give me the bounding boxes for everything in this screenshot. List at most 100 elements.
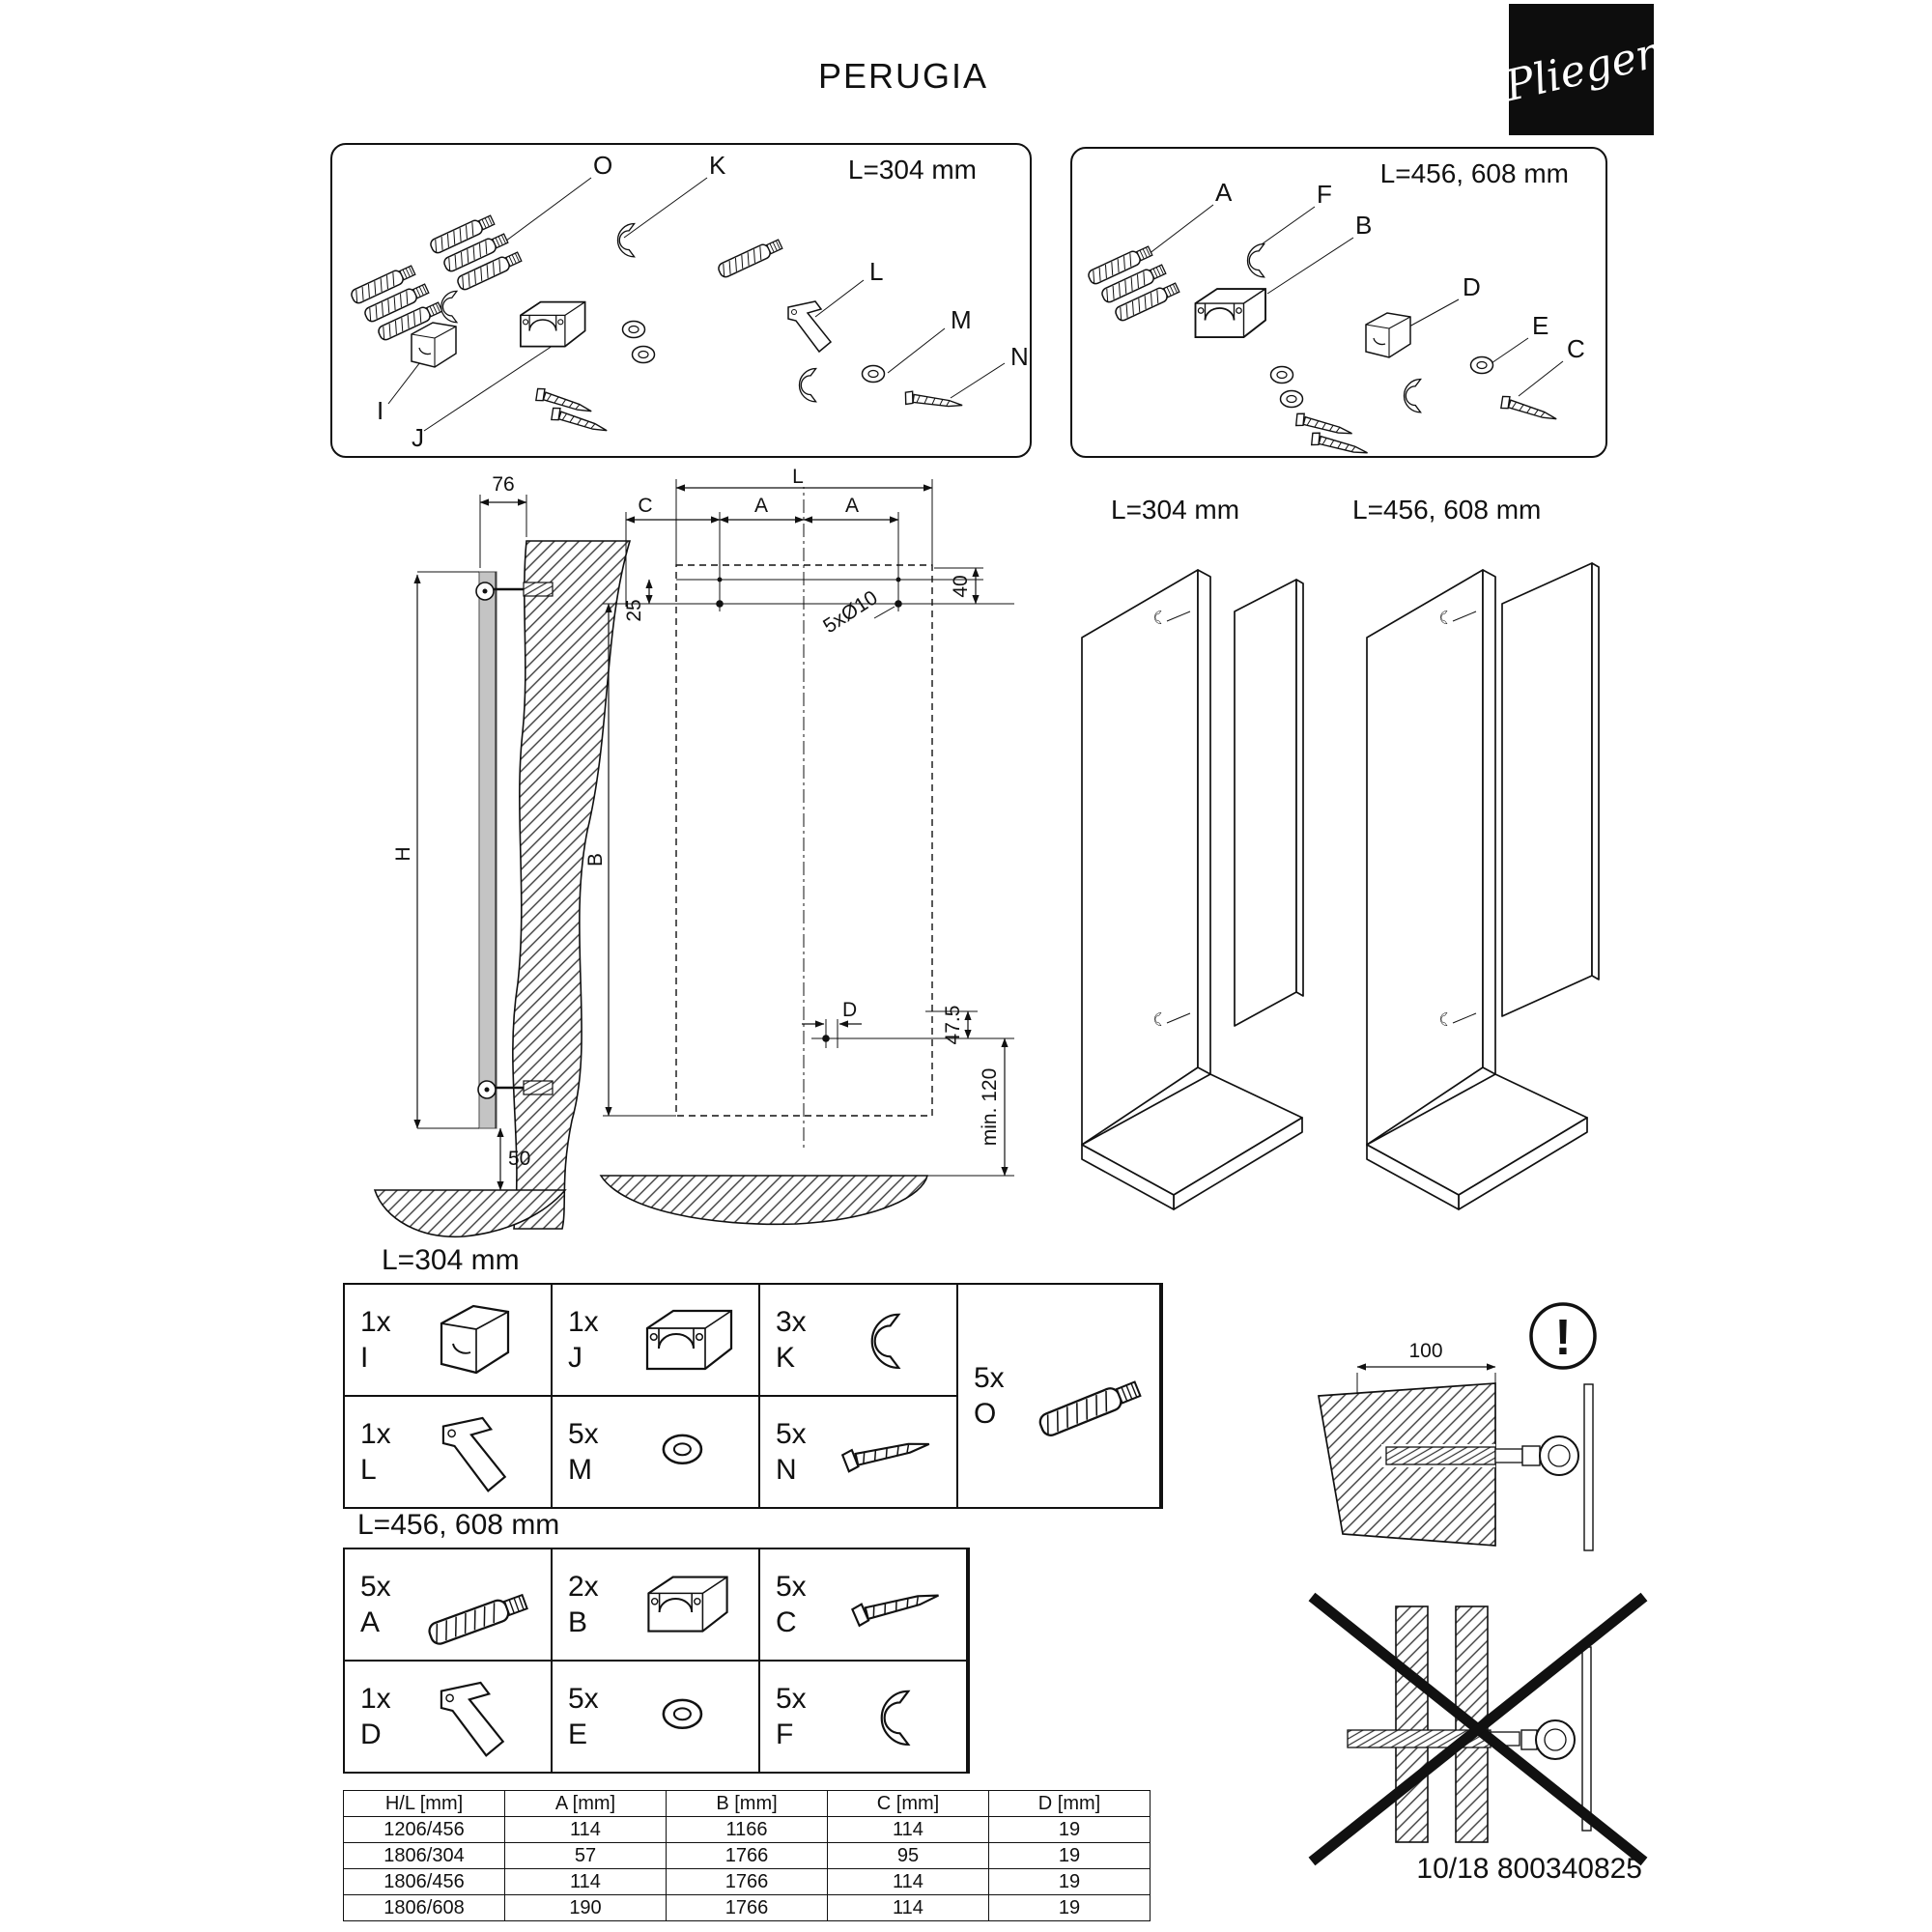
part-id: E — [568, 1719, 588, 1750]
cell: 114 — [827, 1894, 989, 1921]
clip-icon — [440, 290, 458, 324]
holes-note: 5xØ10 — [819, 586, 881, 638]
dimension-spec-table: H/L [mm] A [mm] B [mm] C [mm] D [mm] 120… — [343, 1790, 1151, 1921]
part-qty: 5x — [568, 1417, 599, 1450]
expansion-plug-icon — [1036, 1377, 1144, 1439]
parts-table-456: 5x A 2x B 5x C 1x D 5x E — [343, 1548, 970, 1774]
col-header: A [mm] — [504, 1790, 667, 1817]
part-letter-j: J — [412, 423, 424, 452]
cell: 190 — [504, 1894, 667, 1921]
part-letter-o: O — [593, 151, 612, 180]
screw-icon — [903, 389, 964, 413]
dim-min-120: min. 120 — [979, 1068, 1001, 1147]
iso-panel-456 — [1366, 562, 1600, 1210]
page-title: PERUGIA — [817, 56, 989, 96]
expansion-plug-icon — [716, 237, 784, 280]
parts-cell-d: 1x D — [345, 1662, 551, 1772]
bracket-icon — [1365, 312, 1411, 358]
cell: 19 — [988, 1894, 1151, 1921]
radiator-outline — [675, 564, 933, 1117]
part-letter-n: N — [1010, 342, 1029, 371]
parts-cell-b: 2x B — [553, 1549, 758, 1660]
parts-cell-c: 5x C — [760, 1549, 966, 1660]
document-code: 10/18 800340825 — [1416, 1853, 1642, 1885]
cell: 114 — [827, 1816, 989, 1843]
isometric-views-drawing — [1081, 562, 1600, 1210]
washer-icon — [662, 1698, 703, 1730]
col-header: D [mm] — [988, 1790, 1151, 1817]
parts-cell-n: 5x N — [760, 1397, 956, 1507]
screw-icon — [840, 1433, 933, 1473]
parts-cell-a: 5x A — [345, 1549, 551, 1660]
screw-icon — [1309, 430, 1371, 461]
cell: 1206/456 — [343, 1816, 505, 1843]
part-id: B — [568, 1606, 588, 1638]
bracket-icon — [647, 1576, 728, 1633]
washer-icon — [1279, 389, 1304, 409]
dim-a2: A — [845, 495, 859, 517]
cell: 19 — [988, 1816, 1151, 1843]
parts-cell-j: 1x J — [553, 1285, 758, 1395]
table-row: 1806/608 190 1766 114 19 — [343, 1894, 1151, 1921]
side-view-drawing: 76 H 50 — [373, 473, 632, 1238]
washer-icon — [1469, 355, 1494, 375]
exploded-drawing-456: A F B D E C — [1086, 178, 1585, 461]
part-letter-i: I — [377, 396, 384, 425]
washer-icon — [631, 345, 656, 364]
part-id: K — [776, 1342, 796, 1374]
table-row: 1806/304 57 1766 95 19 — [343, 1842, 1151, 1869]
cell: 1806/608 — [343, 1894, 505, 1921]
leader-lines — [387, 177, 1006, 432]
cell: 95 — [827, 1842, 989, 1869]
part-qty: 5x — [776, 1682, 807, 1715]
dim-h: H — [392, 846, 414, 861]
thin-wall-section — [1395, 1605, 1429, 1843]
part-qty: 5x — [974, 1361, 1005, 1394]
clip-icon — [798, 367, 817, 403]
part-qty: 1x — [568, 1305, 599, 1338]
bracket-icon — [645, 1309, 733, 1371]
cell: 1806/304 — [343, 1842, 505, 1869]
part-id: M — [568, 1454, 592, 1486]
brand-logo: Plieger — [1501, 4, 1662, 135]
washer-icon — [861, 364, 886, 384]
parts-table-304: 1x I 1x J 3x K 5x O 1x L — [343, 1283, 1163, 1509]
floor-section — [373, 1189, 567, 1238]
radiator-side-profile — [478, 571, 497, 1129]
dim-47-5: 47.5 — [942, 1006, 964, 1045]
parts-cell-k: 3x K — [760, 1285, 956, 1395]
part-qty: 5x — [776, 1417, 807, 1450]
cell: 114 — [504, 1816, 667, 1843]
iso-label-456: L=456, 608 mm — [1352, 495, 1542, 525]
table-header-row: H/L [mm] A [mm] B [mm] C [mm] D [mm] — [343, 1790, 1151, 1817]
parts-table-456-label: L=456, 608 mm — [357, 1509, 560, 1541]
part-letter-b: B — [1355, 211, 1372, 240]
part-qty: 5x — [776, 1570, 807, 1603]
bracket-icon — [411, 322, 457, 368]
part-id: N — [776, 1454, 797, 1486]
leader-lines — [1131, 204, 1564, 397]
expansion-plug-icon — [1385, 1446, 1496, 1465]
screw-icon — [850, 1584, 943, 1628]
expansion-plug-icon — [425, 1590, 530, 1648]
cell: 1806/456 — [343, 1868, 505, 1895]
washer-icon — [1269, 365, 1294, 384]
cell: 1166 — [666, 1816, 828, 1843]
part-id: O — [974, 1398, 997, 1430]
col-header: H/L [mm] — [343, 1790, 505, 1817]
bracket-icon — [520, 300, 586, 348]
screw-icon — [549, 405, 611, 439]
part-letter-d: D — [1463, 272, 1481, 301]
part-id: I — [360, 1342, 369, 1374]
dim-b: B — [584, 853, 607, 867]
part-qty: 5x — [568, 1682, 599, 1715]
part-id: D — [360, 1719, 382, 1750]
bracket-icon — [440, 1681, 504, 1757]
exploded-parts-box-456: L=456, 608 mm A F B D E C — [1070, 147, 1607, 461]
dim-100: 100 — [1408, 1340, 1442, 1362]
part-qty: 1x — [360, 1417, 391, 1450]
cell: 19 — [988, 1842, 1151, 1869]
parts-cell-f: 5x F — [760, 1662, 966, 1772]
bracket-icon — [1521, 1445, 1541, 1466]
dim-d: D — [842, 999, 857, 1021]
